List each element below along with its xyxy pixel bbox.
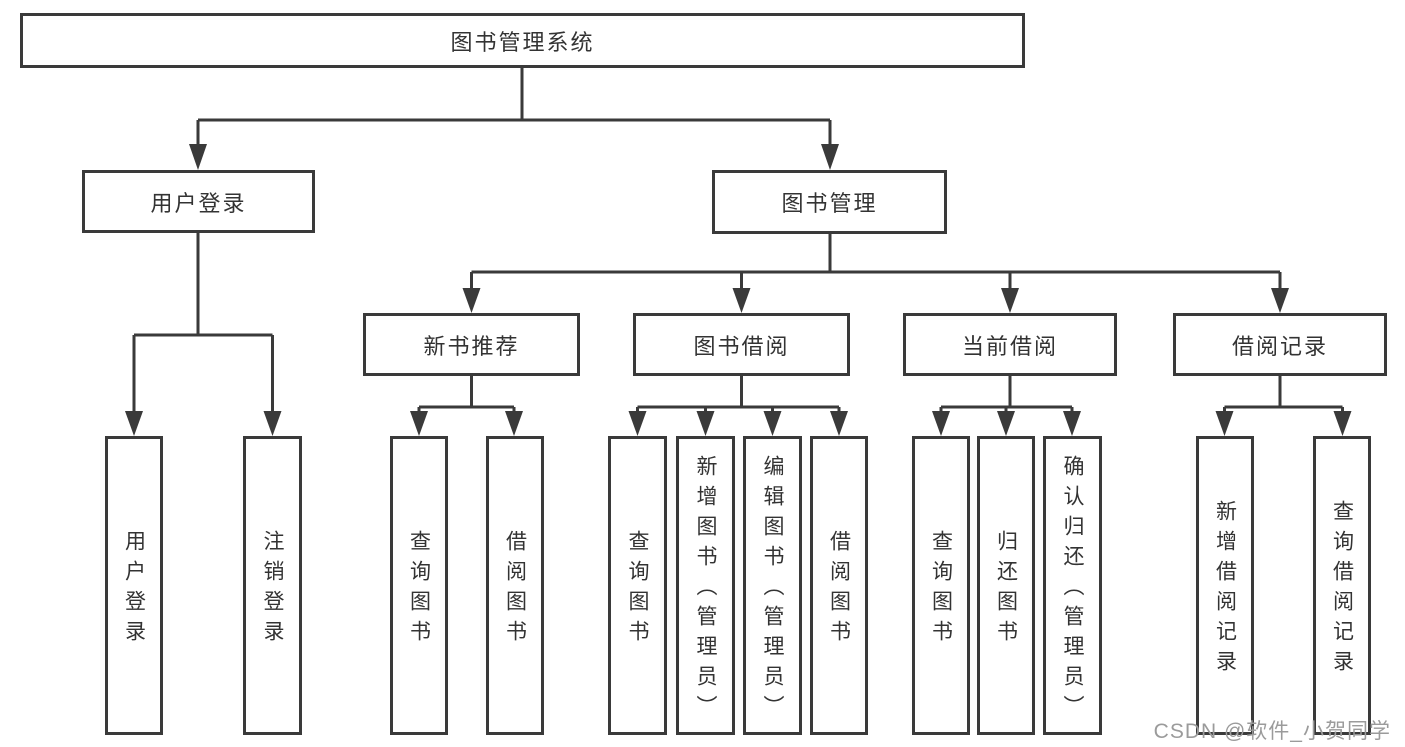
leaf-borrow-books-recommend: 借阅图书 [486, 436, 544, 735]
node-user-login: 用户登录 [82, 170, 315, 233]
leaf-borrow-books: 借阅图书 [810, 436, 868, 735]
leaf-label: 编辑图书（管理员） [761, 455, 784, 725]
leaf-query-borrow-record: 查询借阅记录 [1313, 436, 1371, 735]
leaf-query-books-recommend: 查询图书 [390, 436, 448, 735]
leaf-user-login: 用户登录 [105, 436, 163, 735]
node-library-management-system: 图书管理系统 [20, 13, 1025, 68]
leaf-label: 查询借阅记录 [1330, 500, 1354, 680]
node-borrowing-records: 借阅记录 [1173, 313, 1387, 376]
leaf-add-borrow-record: 新增借阅记录 [1196, 436, 1254, 735]
leaf-label: 注销登录 [261, 530, 284, 650]
leaf-label: 借阅图书 [827, 530, 851, 650]
leaf-label: 查询图书 [929, 530, 953, 650]
leaf-label: 借阅图书 [503, 530, 527, 650]
leaf-return-books: 归还图书 [977, 436, 1035, 735]
leaf-query-books-current: 查询图书 [912, 436, 970, 735]
watermark: CSDN @软件_小贺同学 [1153, 720, 1391, 743]
leaf-label: 确认归还（管理员） [1061, 455, 1084, 725]
node-book-borrowing: 图书借阅 [633, 313, 850, 376]
leaf-label: 查询图书 [407, 530, 431, 650]
leaf-confirm-return-admin: 确认归还（管理员） [1043, 436, 1102, 735]
leaf-label: 新增图书（管理员） [694, 455, 717, 725]
node-current-borrowing: 当前借阅 [903, 313, 1117, 376]
node-new-book-recommendation: 新书推荐 [363, 313, 580, 376]
node-book-management: 图书管理 [712, 170, 947, 234]
leaf-label: 归还图书 [994, 530, 1018, 650]
leaf-add-books-admin: 新增图书（管理员） [676, 436, 735, 735]
leaf-label: 查询图书 [626, 530, 649, 650]
leaf-label: 用户登录 [122, 530, 146, 650]
leaf-label: 新增借阅记录 [1213, 500, 1237, 680]
leaf-logout: 注销登录 [243, 436, 302, 735]
leaf-query-books-borrow: 查询图书 [608, 436, 667, 735]
leaf-edit-books-admin: 编辑图书（管理员） [743, 436, 802, 735]
